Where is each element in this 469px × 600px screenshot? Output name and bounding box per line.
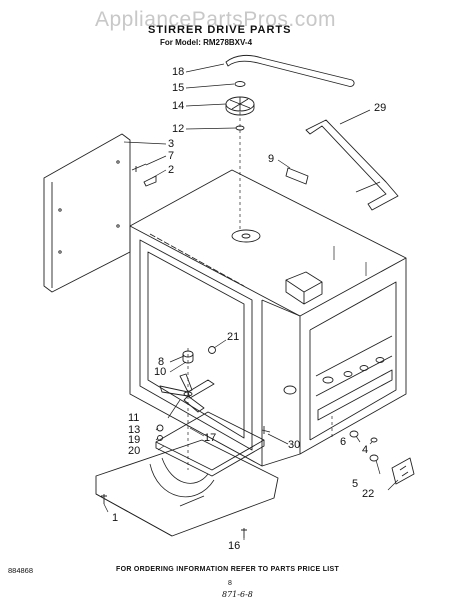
rail-part <box>305 119 399 211</box>
bushing-part <box>208 346 216 354</box>
washer-part <box>234 81 246 87</box>
callout-21: 21 <box>227 331 240 343</box>
callout-5: 5 <box>352 478 359 490</box>
cover-plate-part <box>155 411 265 477</box>
callout-3: 3 <box>168 138 175 150</box>
callout-20: 20 <box>128 445 141 457</box>
callout-7: 7 <box>168 150 175 162</box>
screw-part <box>131 163 147 172</box>
bolt-5-part <box>369 454 379 462</box>
screw-30-part <box>261 426 271 434</box>
ordering-note: FOR ORDERING INFORMATION REFER TO PARTS … <box>116 566 340 573</box>
oven-cabinet <box>129 169 407 467</box>
callout-22: 22 <box>362 488 375 500</box>
callout-1: 1 <box>112 512 119 524</box>
callout-9: 9 <box>268 153 275 165</box>
block-part <box>285 167 309 185</box>
model-line: For Model: RM278BXV-4 <box>160 38 253 47</box>
diagram-title: STIRRER DRIVE PARTS <box>148 24 292 36</box>
watermark: AppliancePartsPros.com <box>95 8 336 31</box>
screw-16-part <box>241 528 247 538</box>
screw-1-part <box>101 494 107 504</box>
callout-29: 29 <box>374 102 387 114</box>
side-panel-part <box>43 133 131 293</box>
connector-22-part <box>391 457 415 485</box>
callout-18: 18 <box>172 66 185 78</box>
nut-6-part <box>349 430 359 438</box>
callout-16: 16 <box>228 540 241 552</box>
figure-code: 884868 <box>8 566 34 575</box>
callout-19: 19 <box>128 434 141 446</box>
callout-6: 6 <box>340 436 347 448</box>
callout-13: 13 <box>128 424 141 436</box>
callout-4: 4 <box>362 444 369 456</box>
handwritten-note: 871-6-8 <box>222 590 253 599</box>
callout-14: 14 <box>172 100 185 112</box>
stirrer-blade-part <box>159 373 215 413</box>
callout-10: 10 <box>154 366 167 378</box>
callout-15: 15 <box>172 82 185 94</box>
page-number: 8 <box>228 580 232 587</box>
callout-11: 11 <box>128 412 140 424</box>
stirrer-hub-part <box>182 350 194 364</box>
drive-belt-part <box>225 54 355 87</box>
clip-part <box>143 175 157 187</box>
callout-30: 30 <box>288 439 301 451</box>
washer-4-part <box>370 437 378 443</box>
callout-2: 2 <box>168 164 175 176</box>
callout-8: 8 <box>158 356 165 368</box>
bottom-plate-part <box>95 439 279 537</box>
spacer-part <box>156 424 164 432</box>
callout-17: 17 <box>204 432 217 444</box>
callout-12: 12 <box>172 123 185 135</box>
